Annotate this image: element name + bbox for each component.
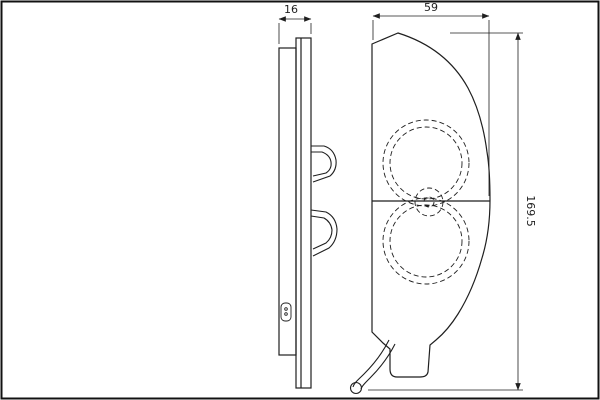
side-view-backing-plate xyxy=(295,37,312,389)
dimension-thickness xyxy=(278,16,312,44)
dimension-height xyxy=(368,32,523,391)
upper-contact-circle-inner xyxy=(389,126,463,200)
side-view-slot-detail xyxy=(280,302,292,322)
wear-sensor-wire xyxy=(349,339,396,395)
front-view-pad-outline xyxy=(371,32,491,378)
side-view xyxy=(278,37,338,389)
dimension-label-width: 59 xyxy=(424,1,438,14)
wire-ring-terminal xyxy=(349,381,363,395)
lower-contact-circle-inner xyxy=(389,204,463,278)
retaining-clip-upper xyxy=(311,145,337,183)
front-view xyxy=(349,32,491,395)
dimension-label-thickness: 16 xyxy=(284,3,298,16)
dimension-label-height: 169.5 xyxy=(524,195,537,227)
center-hole-circle-outer xyxy=(414,187,444,217)
center-hole-circle-inner xyxy=(423,196,435,208)
dimension-width xyxy=(372,13,490,196)
front-view-hidden-circles xyxy=(382,119,470,285)
retaining-clip-lower xyxy=(310,209,338,257)
